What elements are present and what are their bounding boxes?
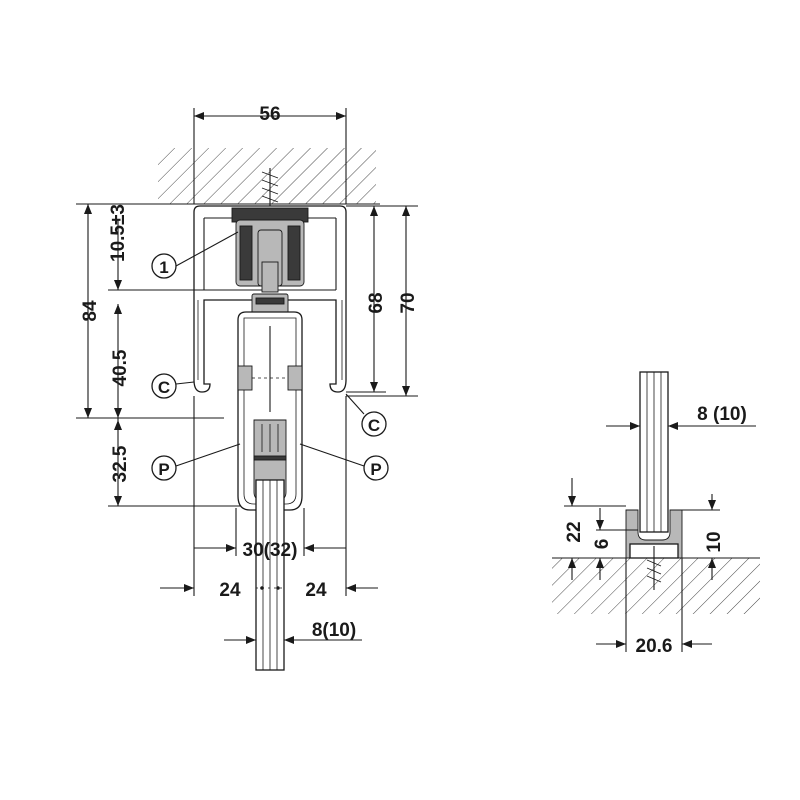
label-adjust-10-5: 10.5±3 [108,204,129,262]
callout-cover-left-label: C [158,378,170,397]
front-view: 56 10.5±3 84 40.5 32.5 68 [76,104,419,671]
label-side-10: 10 [704,531,725,552]
glass-panel-side [639,371,669,533]
clamp-screw-right [287,365,303,391]
label-width-56: 56 [259,104,280,125]
clamp-screw-left [237,365,253,391]
label-clamp-width: 30(32) [243,540,298,561]
glass-panel [255,479,285,671]
label-side-6: 6 [592,539,613,550]
ceiling-hatch [158,148,376,204]
callout-profile-left [151,455,177,481]
floor-hatch [552,558,760,614]
side-view: 8 (10) 22 6 10 20.6 [552,371,760,657]
callout-profile-right-label: P [370,460,381,479]
callout-cover-left [151,373,177,399]
callout-profile-left-label: P [158,460,169,479]
callout-cover-right [361,411,387,437]
label-glass-thickness: 8(10) [312,620,356,641]
label-right-24: 24 [305,580,327,601]
callout-profile-right [363,455,389,481]
label-height-70: 70 [398,292,419,313]
label-side-22: 22 [564,521,585,542]
callout-part-1 [151,253,177,279]
label-side-glass-thickness: 8 (10) [697,404,747,425]
label-drop-32-5: 32.5 [110,445,131,482]
label-height-68: 68 [366,292,387,313]
label-left-24: 24 [219,580,241,601]
label-height-84: 84 [80,300,101,322]
callout-cover-right-label: C [368,416,380,435]
callout-part-1-label: 1 [159,258,168,277]
label-side-20-6: 20.6 [636,636,673,657]
floor-screw-icon [646,546,662,590]
dim-56 [193,108,347,204]
label-drop-40-5: 40.5 [110,349,131,386]
